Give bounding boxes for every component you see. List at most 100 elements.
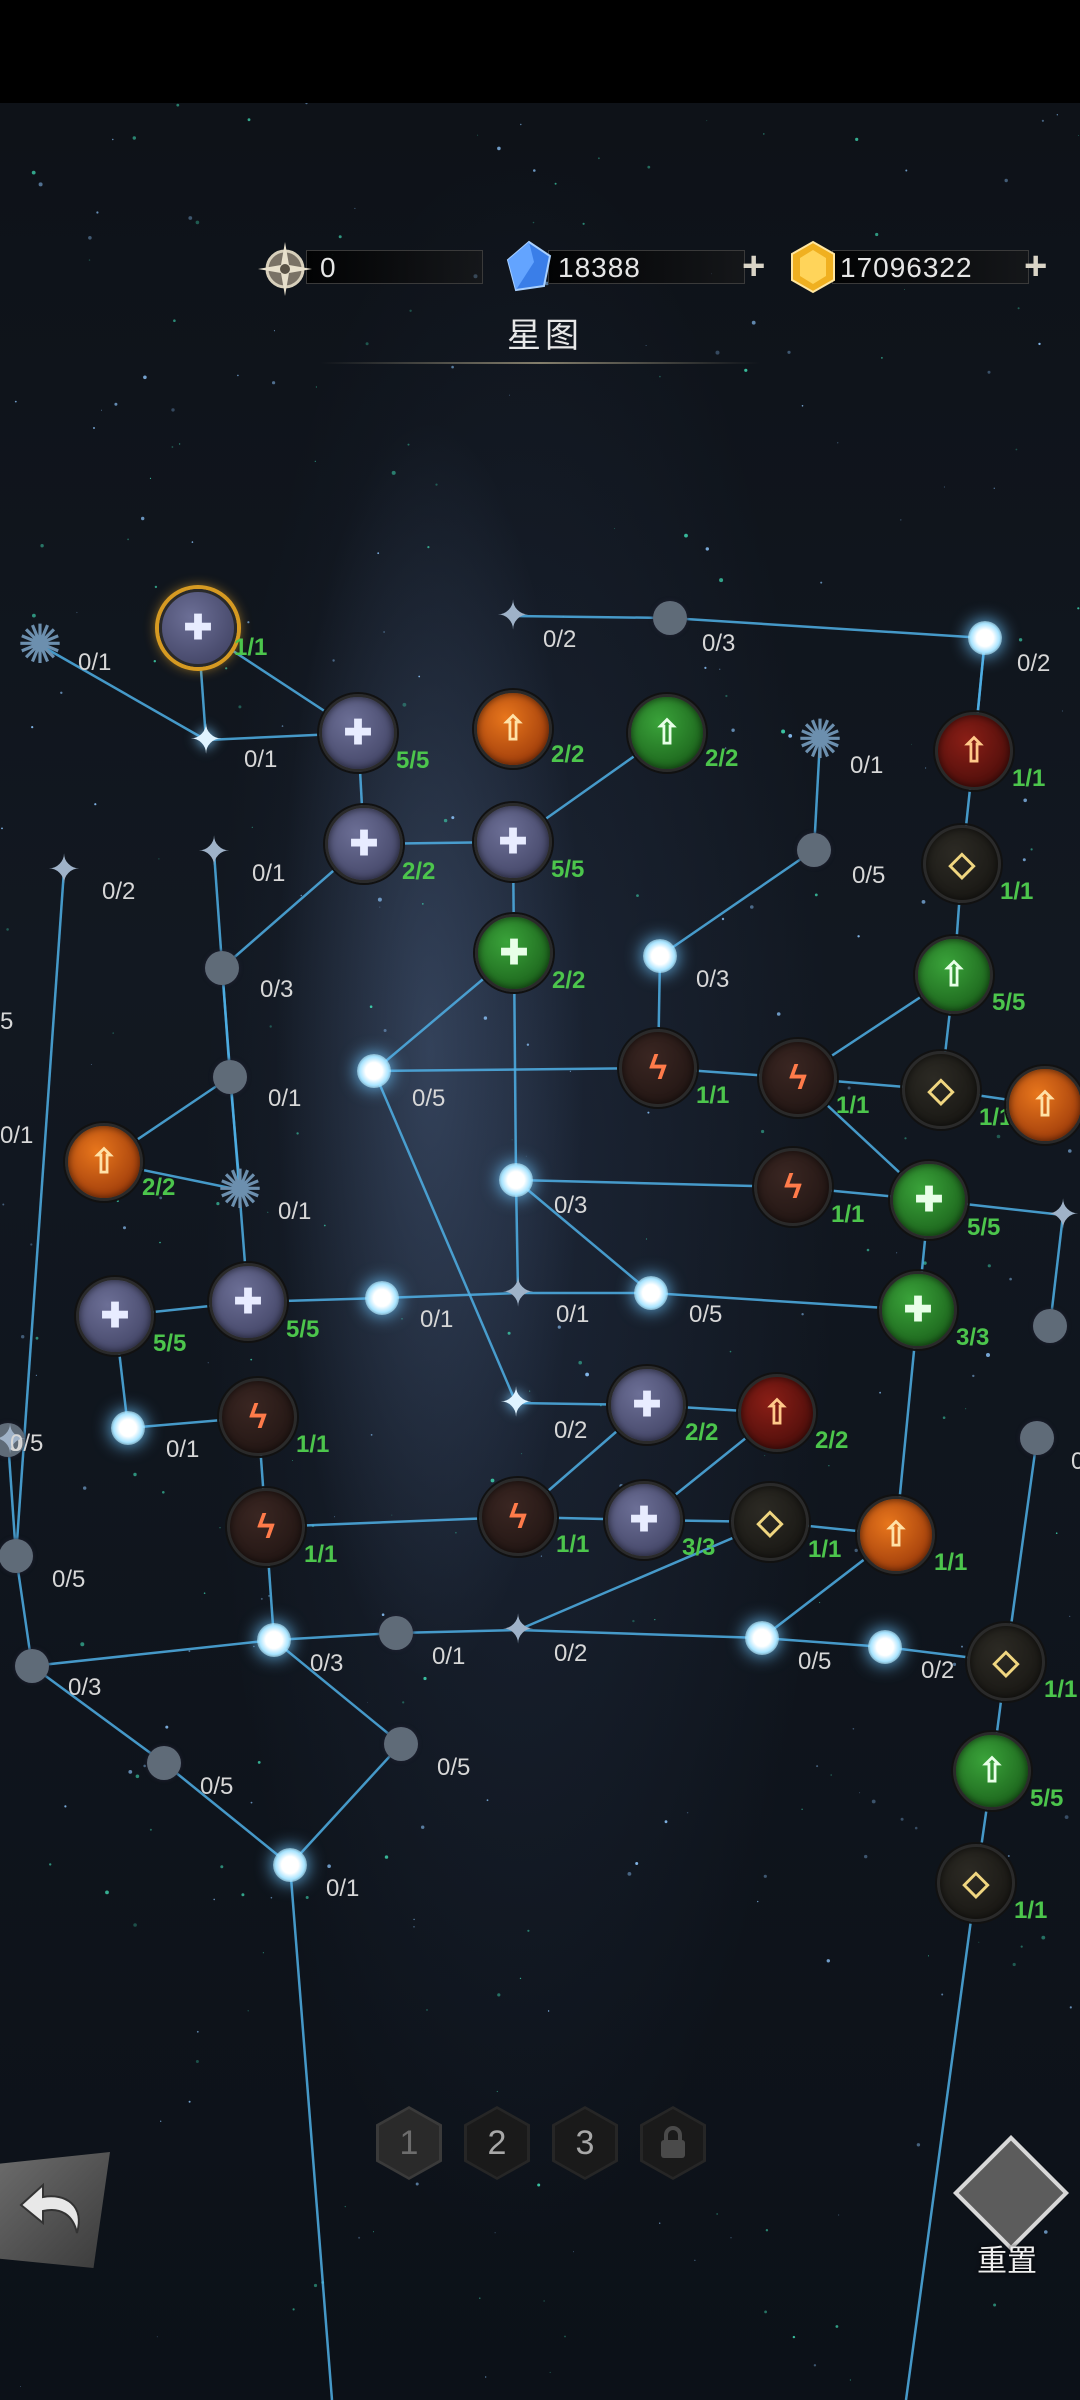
skill-node-sword-plus[interactable]: ✚ (209, 1263, 287, 1341)
fire-up-icon: ⇧ (881, 1516, 911, 1554)
star-node-lit[interactable] (643, 939, 677, 973)
node-level-label: 0/3 (696, 966, 730, 993)
node-level-label: 1/1 (296, 1431, 330, 1458)
gsword-plus-icon: ✚ (903, 1291, 933, 1329)
star (344, 2205, 346, 2208)
star (260, 1597, 263, 1600)
compass-node[interactable]: ✦ (42, 848, 86, 892)
skill-node-shield-up[interactable]: ⇧ (738, 1374, 816, 1452)
skill-node-diamond[interactable]: ◇ (923, 825, 1001, 903)
vortex-node[interactable]: ✺ (207, 1157, 273, 1223)
star-node-lit[interactable] (111, 1411, 145, 1445)
star (721, 917, 725, 921)
compass-node[interactable]: ✦ (496, 1271, 540, 1315)
star-node-lit[interactable] (499, 1163, 533, 1197)
star (684, 533, 688, 538)
star-node-locked[interactable] (213, 1060, 247, 1094)
star (49, 1863, 52, 1866)
star (928, 1955, 929, 1957)
star-node-locked[interactable] (384, 1727, 418, 1761)
compass-node[interactable]: ✦ (496, 1608, 540, 1652)
skill-node-bolt[interactable]: ϟ (479, 1478, 557, 1556)
skill-node-sword-plus[interactable]: ✚ (319, 694, 397, 772)
star (1069, 2006, 1072, 2009)
skill-node-diamond[interactable]: ◇ (902, 1051, 980, 1129)
sword-plus-icon: ✚ (632, 1386, 662, 1424)
star-node-lit[interactable] (257, 1623, 291, 1657)
star (719, 668, 721, 670)
node-level-label: 0/1 (278, 1198, 312, 1225)
skill-node-sword-plus[interactable]: ✚ (159, 589, 237, 667)
skill-node-bolt[interactable]: ϟ (754, 1148, 832, 1226)
skill-node-bolt[interactable]: ϟ (219, 1378, 297, 1456)
skill-node-bolt[interactable]: ϟ (759, 1039, 837, 1117)
star-node-locked[interactable] (1033, 1309, 1067, 1343)
add-gems-button[interactable]: + (742, 244, 766, 288)
star-node-locked[interactable] (205, 951, 239, 985)
skill-node-sword-plus[interactable]: ✚ (605, 1481, 683, 1559)
skill-node-fire-up[interactable]: ⇧ (65, 1123, 143, 1201)
star (549, 2371, 551, 2373)
skill-node-fire-up[interactable]: ⇧ (857, 1496, 935, 1574)
skill-node-green-up[interactable]: ⇧ (953, 1732, 1031, 1810)
vortex-node[interactable]: ✺ (787, 707, 853, 773)
star-node-lit[interactable] (365, 1281, 399, 1315)
skill-node-bolt[interactable]: ϟ (619, 1029, 697, 1107)
star (819, 1601, 821, 1604)
compass-node[interactable]: ✦ (1041, 1193, 1080, 1237)
star-node-lit[interactable] (273, 1848, 307, 1882)
vortex-node[interactable]: ✺ (7, 612, 73, 678)
skill-node-fire-up[interactable]: ⇧ (474, 690, 552, 768)
star (904, 1137, 907, 1140)
skill-node-sword-plus[interactable]: ✚ (608, 1366, 686, 1444)
star (96, 211, 99, 214)
compass-node[interactable]: ✦ (494, 1381, 538, 1425)
star (2, 1203, 5, 1206)
star-node-locked[interactable] (1020, 1421, 1054, 1455)
star-node-lit[interactable] (357, 1054, 391, 1088)
compass-node[interactable]: ✦ (0, 1418, 32, 1462)
compass-node[interactable]: ✦ (491, 594, 535, 638)
star (128, 1770, 133, 1774)
star (486, 1799, 489, 1802)
star-node-locked[interactable] (15, 1649, 49, 1683)
skill-node-gsword-plus[interactable]: ✚ (475, 914, 553, 992)
star (267, 1211, 269, 1213)
skill-node-green-up[interactable]: ⇧ (628, 694, 706, 772)
skill-node-fire-up[interactable]: ⇧ (1006, 1066, 1080, 1144)
skill-node-sword-plus[interactable]: ✚ (474, 803, 552, 881)
star-node-lit[interactable] (868, 1630, 902, 1664)
compass-star-icon: ✦ (189, 718, 223, 762)
skill-node-diamond[interactable]: ◇ (937, 1844, 1015, 1922)
skill-node-green-up[interactable]: ⇧ (915, 936, 993, 1014)
reset-button[interactable]: 重置 (952, 2135, 1069, 2278)
skill-node-sword-plus[interactable]: ✚ (325, 805, 403, 883)
star-node-lit[interactable] (745, 1621, 779, 1655)
skill-node-shield-up[interactable]: ⇧ (935, 712, 1013, 790)
star-node-locked[interactable] (653, 601, 687, 635)
compass-node[interactable]: ✦ (184, 718, 228, 762)
node-level-label: 0/3 (554, 1192, 588, 1219)
star-node-locked[interactable] (379, 1616, 413, 1650)
star-node-lit[interactable] (968, 621, 1002, 655)
star (725, 694, 728, 698)
star-node-locked[interactable] (797, 833, 831, 867)
skill-node-gsword-plus[interactable]: ✚ (879, 1271, 957, 1349)
compass-node[interactable]: ✦ (192, 830, 236, 874)
skill-node-bolt[interactable]: ϟ (227, 1488, 305, 1566)
skill-node-gsword-plus[interactable]: ✚ (890, 1161, 968, 1239)
star (250, 1358, 253, 1361)
add-gold-button[interactable]: + (1024, 244, 1048, 288)
star (196, 2030, 199, 2033)
star (64, 1805, 67, 1808)
star (418, 675, 421, 678)
back-button[interactable] (0, 2152, 110, 2268)
page-tab-locked[interactable] (640, 2106, 706, 2180)
star-node-locked[interactable] (147, 1746, 181, 1780)
skill-node-diamond[interactable]: ◇ (731, 1483, 809, 1561)
star-node-lit[interactable] (634, 1276, 668, 1310)
star (238, 705, 242, 709)
star-node-locked[interactable] (0, 1539, 33, 1573)
skill-node-sword-plus[interactable]: ✚ (76, 1277, 154, 1355)
skill-node-diamond[interactable]: ◇ (967, 1623, 1045, 1701)
